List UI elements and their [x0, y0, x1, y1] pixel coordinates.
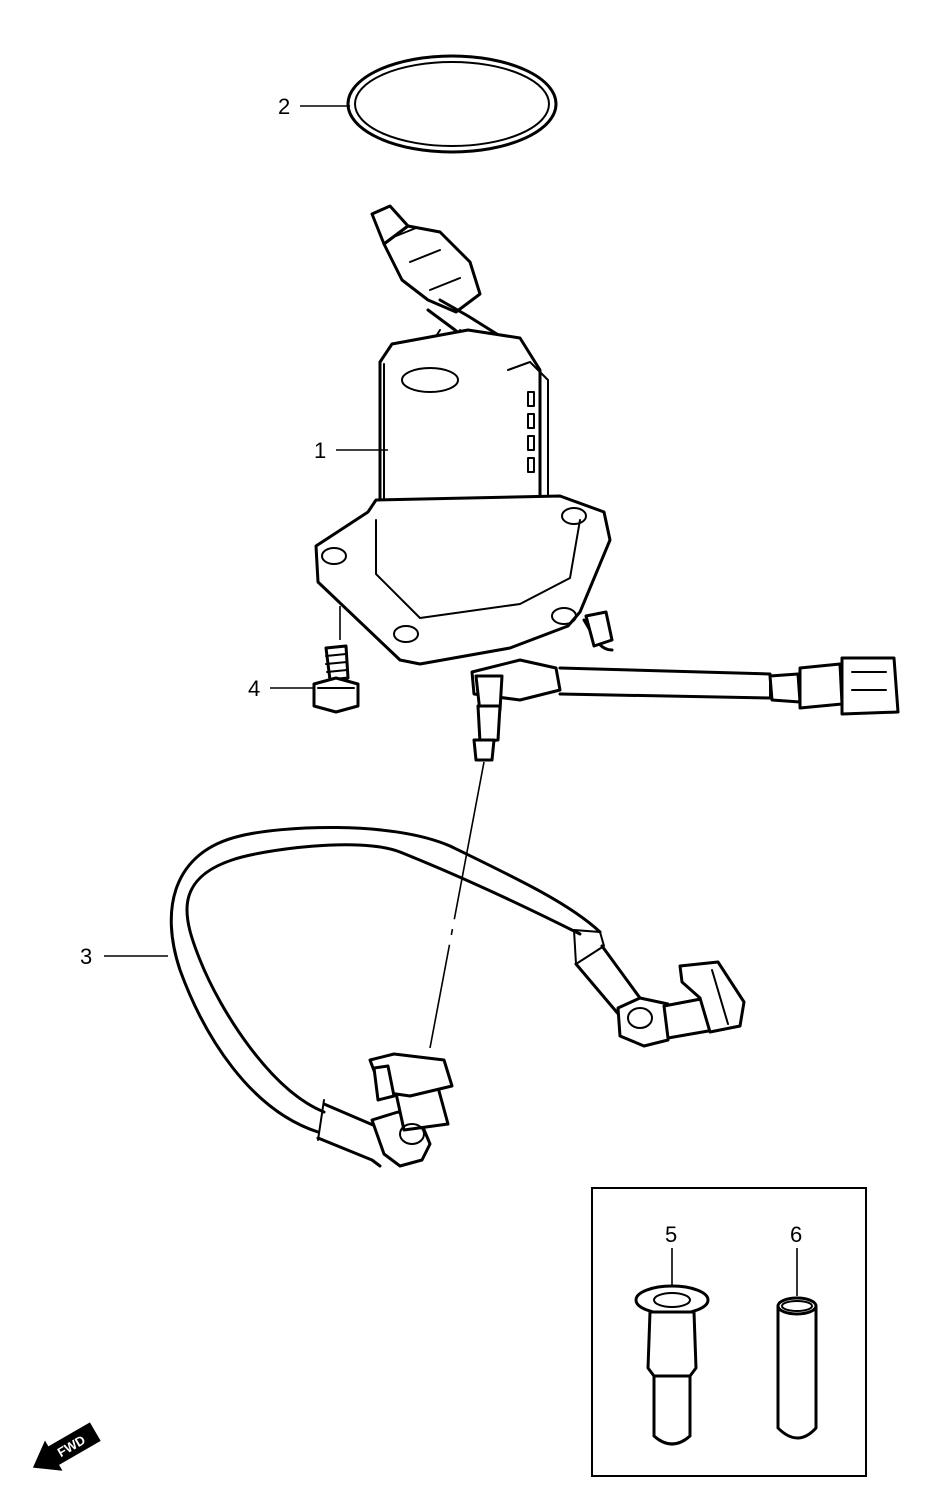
callout-2: 2 [278, 94, 290, 119]
callout-5: 5 [665, 1222, 677, 1247]
o-ring-part[interactable] [346, 54, 558, 154]
inset-box [591, 1187, 867, 1477]
fuel-pump-assembly[interactable] [314, 204, 900, 762]
callout-6: 6 [790, 1222, 802, 1247]
fwd-arrow-icon: FWD [32, 1422, 101, 1471]
callout-4: 4 [248, 676, 260, 701]
bolt-part[interactable] [312, 644, 360, 714]
callout-3: 3 [80, 944, 92, 969]
cap-part-6[interactable] [776, 1296, 818, 1440]
hose-guide-line [429, 761, 485, 1049]
callout-1: 1 [314, 438, 326, 463]
fuel-hose-part[interactable] [169, 825, 746, 1168]
sleeve-part-5[interactable] [634, 1284, 710, 1446]
